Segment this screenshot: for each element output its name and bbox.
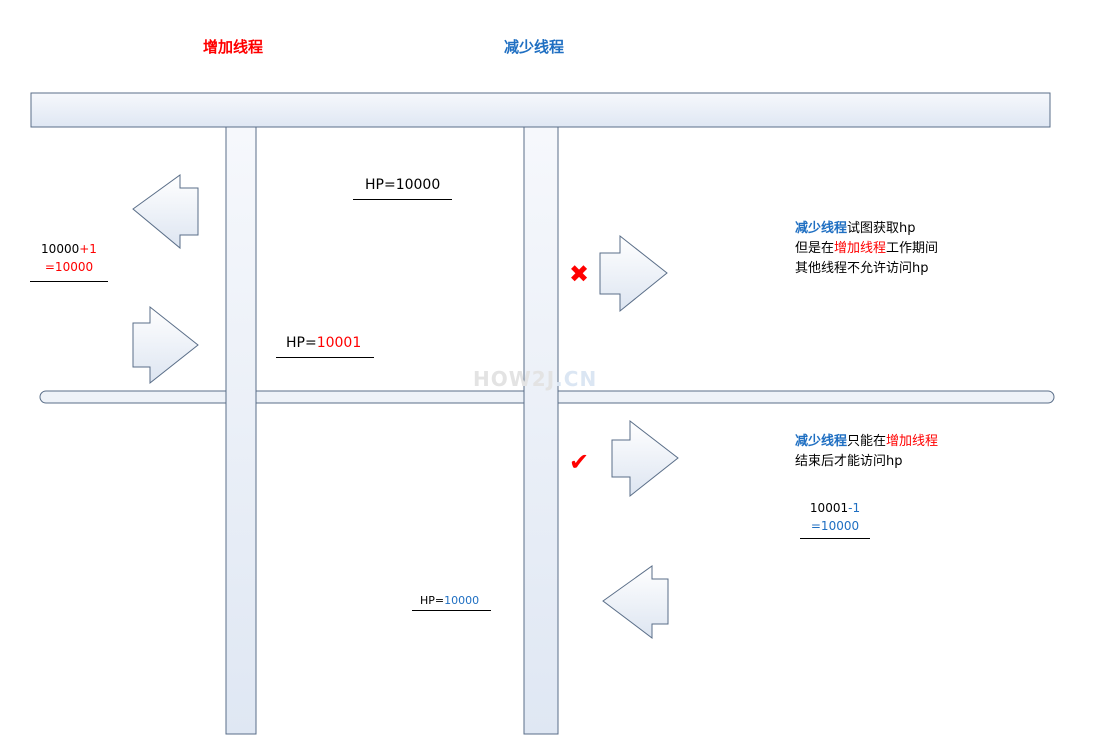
note-text: 但是在 [795,241,835,256]
hp-prefix: HP= [286,335,317,351]
calc-result: =10000 [810,519,860,533]
increase-thread-column [225,126,257,735]
calc-result: =10000 [44,260,94,274]
shared-resource-bar [30,92,1051,128]
note-text: 只能在 [847,434,887,449]
increase-thread-header: 增加线程 [203,38,264,56]
arrow-right-icon [132,305,199,385]
arrow-right-icon [611,419,679,498]
cross-icon: ✖ [569,260,590,288]
hp-label-top: HP=10000 [365,177,441,193]
calc-op: +1 [79,242,97,256]
arrow-left-icon [602,565,669,640]
note-text: 试图获取hp [847,221,916,236]
hp-prefix: HP= [420,594,445,607]
note-allowed: 减少线程只能在增加线程 结束后才能访问hp [795,432,938,472]
hp-label-bottom-underline [412,610,491,611]
note-blocked: 减少线程试图获取hp 但是在增加线程工作期间 其他线程不允许访问hp [795,219,938,279]
hp-value: 10000 [444,594,480,607]
note-text: 工作期间 [886,241,939,256]
note-line: 减少线程试图获取hp [795,219,938,239]
hp-label-middle-underline [276,357,374,358]
note-actor: 减少线程 [795,221,848,236]
hp-label-middle: HP=10001 [286,335,361,351]
check-icon: ✔ [569,448,590,476]
watermark-suffix: .CN [555,367,598,391]
calc-base: 10000 [41,242,80,256]
arrow-right-icon [599,234,668,313]
hp-label-top-underline [353,199,452,200]
hp-value: 10001 [316,335,362,351]
note-line: 但是在增加线程工作期间 [795,239,938,259]
calc-increase-underline [30,281,108,282]
decrease-thread-column [523,126,559,735]
arrow-left-icon [132,174,199,250]
watermark-main: HOW2J [473,367,556,391]
note-highlight: 增加线程 [886,434,939,449]
calc-decrease-underline [800,538,870,539]
calc-decrease: 10001-1 =10000 [800,499,870,535]
note-line: 减少线程只能在增加线程 [795,432,938,452]
decrease-thread-header: 减少线程 [504,38,565,56]
calc-base: 10001 [809,501,849,515]
watermark: HOW2J.CN [473,367,597,391]
calc-op: -1 [848,501,861,515]
calc-expression: 10001-1 [800,499,870,517]
calc-expression: 10000+1 [30,240,108,258]
hp-label-bottom: HP=10000 [420,594,479,607]
note-line: 结束后才能访问hp [795,454,903,469]
note-line: 其他线程不允许访问hp [795,261,929,276]
note-highlight: 增加线程 [834,241,887,256]
note-actor: 减少线程 [795,434,848,449]
calc-increase: 10000+1 =10000 [30,240,108,276]
